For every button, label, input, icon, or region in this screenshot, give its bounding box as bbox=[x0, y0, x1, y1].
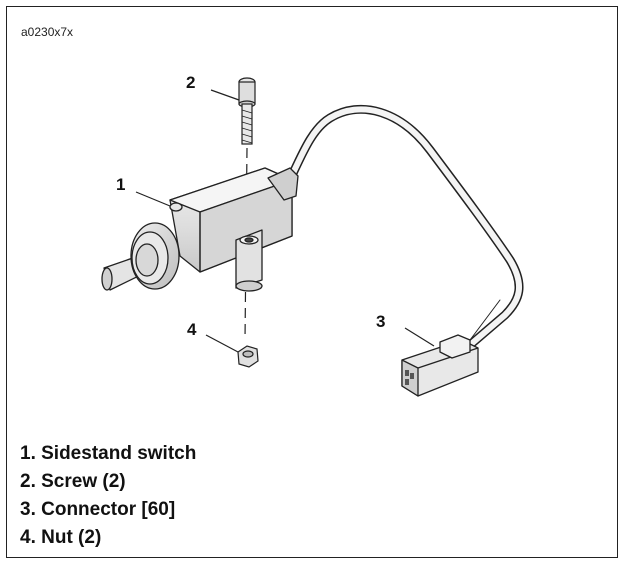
legend-item-connector: 3. Connector [60] bbox=[20, 499, 176, 520]
leader-lines bbox=[135, 89, 435, 353]
legend-item-sidestand-switch: 1. Sidestand switch bbox=[20, 443, 197, 464]
callout-4: 4 bbox=[187, 320, 197, 339]
legend-item-nut: 4. Nut (2) bbox=[20, 527, 102, 548]
callout-2: 2 bbox=[186, 73, 195, 92]
switch-body bbox=[101, 167, 299, 292]
parts-legend: 1. Sidestand switch 2. Screw (2) 3. Conn… bbox=[20, 440, 196, 552]
nut bbox=[237, 345, 259, 368]
callout-3: 3 bbox=[376, 312, 385, 331]
callout-1: 1 bbox=[116, 175, 125, 194]
connector bbox=[401, 334, 479, 397]
legend-item-screw: 2. Screw (2) bbox=[20, 471, 126, 492]
screw bbox=[238, 77, 256, 145]
cable bbox=[280, 104, 524, 350]
figure-id: a0230x7x bbox=[21, 25, 74, 39]
